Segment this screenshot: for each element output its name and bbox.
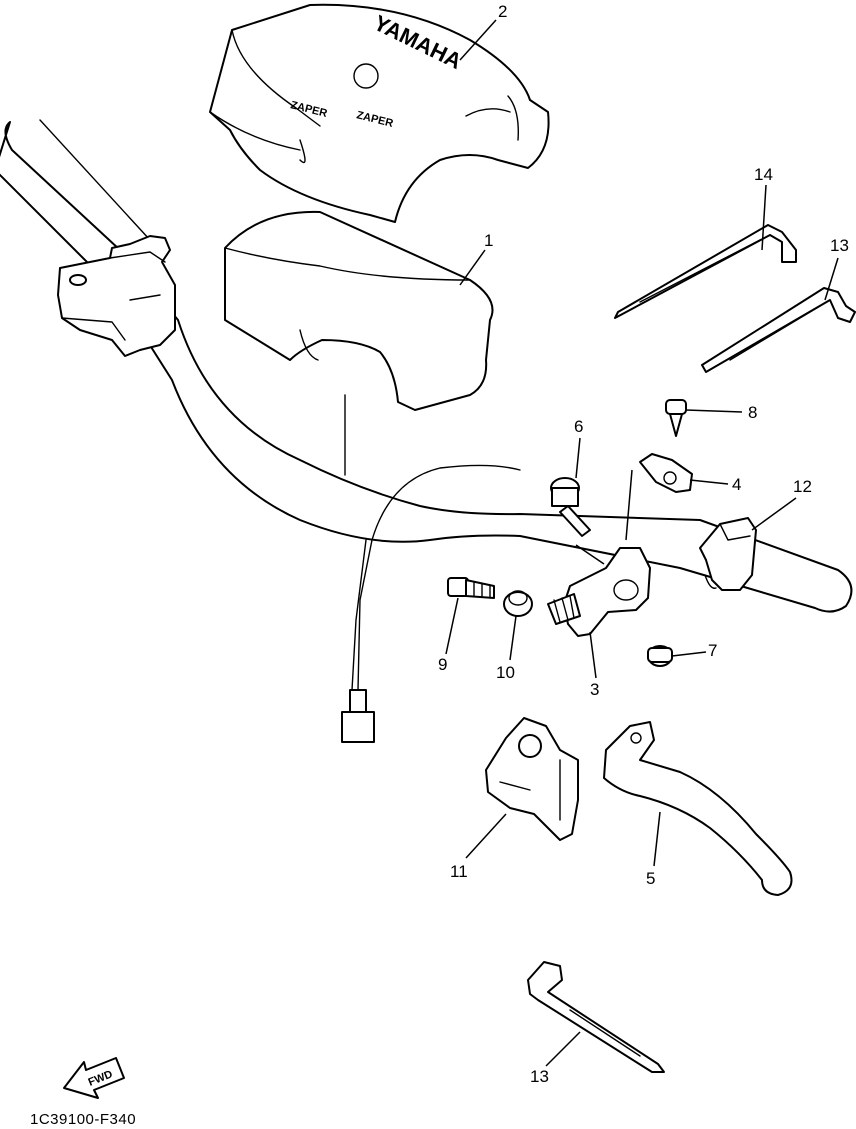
cable-tie-14 — [614, 224, 797, 319]
bolt-6 — [550, 477, 591, 537]
reference-code: 1C39100-F340 — [30, 1111, 137, 1128]
callout-1: 1 — [484, 231, 493, 250]
callout-13-right: 13 — [830, 236, 849, 255]
nut-7 — [647, 645, 673, 667]
callout-3: 3 — [590, 680, 599, 699]
callout-9: 9 — [438, 655, 447, 674]
callout-5: 5 — [646, 869, 655, 888]
screw-8 — [665, 399, 687, 437]
cable-tie-13-right — [701, 287, 856, 373]
callout-7: 7 — [708, 641, 717, 660]
handlebar-pad — [224, 210, 494, 476]
lever-holder-3 — [547, 547, 651, 637]
leader-lines — [445, 19, 839, 1067]
clamp-12 — [699, 517, 757, 591]
adjuster-bolt-9 — [447, 577, 495, 599]
callout-13-bottom: 13 — [530, 1067, 549, 1086]
callout-10: 10 — [496, 663, 515, 682]
left-switch-housing — [57, 235, 176, 357]
callout-6: 6 — [574, 417, 583, 436]
pad-cover: YAMAHA ZAPER ZAPER — [209, 3, 550, 223]
switch-cable — [341, 464, 521, 743]
lever-guard-11 — [485, 717, 579, 841]
callout-2: 2 — [498, 2, 507, 21]
callout-14: 14 — [754, 165, 773, 184]
callout-11: 11 — [450, 862, 468, 881]
handlebar — [0, 119, 853, 613]
callout-labels: 1 2 3 4 5 6 7 8 9 10 11 12 13 13 14 — [438, 2, 849, 1086]
callout-4: 4 — [732, 475, 741, 494]
callout-8: 8 — [748, 403, 757, 422]
clamp-4 — [639, 453, 693, 493]
lever-5 — [603, 721, 793, 896]
cable-tie-13-bottom — [527, 961, 665, 1073]
locknut-10 — [503, 590, 533, 617]
callout-12: 12 — [793, 477, 812, 496]
fwd-arrow-icon: FWD — [63, 1057, 125, 1099]
